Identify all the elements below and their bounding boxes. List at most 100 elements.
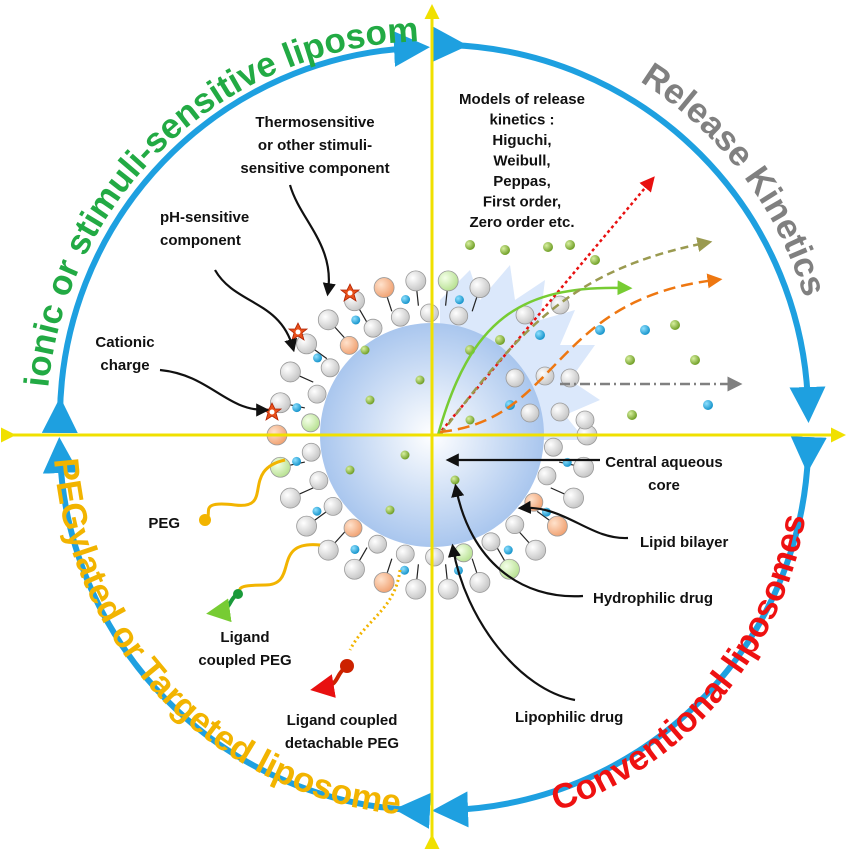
- lipid-tail: [536, 510, 552, 522]
- lipid-tail: [357, 307, 368, 323]
- arrow-bilayer: [517, 500, 629, 540]
- lipid-head: [575, 410, 595, 430]
- curve-higuchi: [436, 280, 633, 436]
- lipid-tail: [333, 325, 346, 339]
- lipid-head: [449, 306, 469, 326]
- arrow-cationic: [159, 368, 270, 417]
- lipid-head: [481, 532, 501, 552]
- hydrophilic-drug: [543, 242, 553, 252]
- lipid-tail: [386, 558, 393, 575]
- hydrophilic-drug: [590, 255, 600, 265]
- ligand-peg-chain: [234, 543, 321, 597]
- lipid-head: [560, 368, 580, 388]
- hydrophilic-drug: [690, 355, 700, 365]
- lipid-head: [505, 368, 525, 388]
- lipid-tail: [297, 487, 314, 496]
- lipophilic-drug: [400, 565, 410, 575]
- lipid-head: [405, 270, 427, 292]
- lipophilic-drug: [292, 403, 302, 413]
- hydrophilic-drug: [495, 335, 505, 345]
- lipid-head: [469, 277, 491, 298]
- arrow-lipophilic: [447, 543, 576, 702]
- lipid-head: [537, 466, 557, 486]
- lipid-head: [344, 558, 365, 580]
- pointer-arrows: [159, 184, 629, 702]
- lipid-tail: [416, 564, 420, 582]
- lipid-tail: [297, 374, 314, 383]
- lipophilic-drug: [640, 325, 650, 335]
- peg-chains: [199, 458, 402, 698]
- lipophilic-drug: [312, 506, 322, 516]
- lipid-head: [425, 547, 444, 567]
- lipid-tail: [386, 295, 393, 312]
- lipid-head: [515, 305, 535, 325]
- lipophilic-drug: [703, 400, 713, 410]
- label-hydrophilic: Hydrophilic drug: [593, 590, 713, 607]
- hydrophilic-drug: [465, 240, 475, 250]
- lipophilic-drug: [454, 295, 464, 305]
- lipid-head: [573, 456, 595, 478]
- lipid-head: [550, 402, 570, 422]
- peg-end: [199, 514, 211, 526]
- lipid-head: [280, 361, 301, 383]
- lipophilic-drug: [313, 353, 323, 363]
- hydrophilic-drug: [360, 345, 370, 355]
- lipid-head: [307, 384, 327, 404]
- title-conventional: Conventional liposomes: [546, 511, 814, 819]
- lipophilic-drug: [292, 456, 302, 466]
- ring-arrows: [41, 26, 827, 829]
- axes: [1, 4, 846, 849]
- curve-weibull: [439, 237, 713, 436]
- lipid-head: [420, 303, 439, 323]
- lipid-head: [301, 442, 321, 462]
- lipophilic-drug: [350, 544, 360, 554]
- detachable-peg-chain: [348, 569, 402, 651]
- lipid-tail: [471, 295, 478, 312]
- lipid-tail: [333, 531, 346, 545]
- lipid-tail: [444, 564, 448, 582]
- lipid-head: [317, 309, 339, 331]
- hydrophilic-drug: [365, 395, 375, 405]
- lipid-tail: [357, 547, 368, 563]
- curve-first-order: [439, 273, 723, 434]
- lipid-head: [563, 487, 584, 509]
- lipid-head: [323, 496, 343, 516]
- outer-heads: [266, 270, 598, 600]
- lipid-tail: [471, 558, 478, 575]
- lipophilic-drug: [535, 330, 545, 340]
- hydrophilic-drug: [625, 355, 635, 365]
- hydrophilic-drug: [500, 245, 510, 255]
- lipid-head: [454, 543, 474, 563]
- lipid-head: [296, 515, 318, 537]
- label-lipophilic: Lipophilic drug: [515, 709, 623, 726]
- ring-arrow-top-left: [41, 30, 430, 434]
- lipid-head: [525, 539, 547, 561]
- lipid-head: [339, 335, 359, 355]
- lipophilic-drug: [503, 545, 513, 555]
- hydrophilic-drug: [450, 475, 460, 485]
- release-curves: [436, 176, 743, 436]
- lipid-head: [309, 471, 329, 491]
- hydrophilic-drug: [565, 240, 575, 250]
- lipid-head: [437, 578, 459, 600]
- lipid-head: [405, 578, 427, 600]
- lipid-head: [373, 277, 395, 298]
- lipid-head: [395, 544, 415, 564]
- lipid-head: [269, 392, 291, 414]
- ring-arrow-bottom-right: [432, 436, 827, 828]
- peg-chain: [204, 458, 286, 522]
- lipid-head: [520, 403, 540, 423]
- arrow-hydrophilic: [451, 483, 584, 598]
- title-release-kinetics: Release Kinetics: [635, 55, 834, 300]
- hydrophilic-drug: [627, 410, 637, 420]
- lipid-head: [469, 572, 491, 593]
- lipid-tail: [518, 531, 531, 545]
- released-heads: [505, 295, 595, 430]
- lipid-tail: [312, 348, 328, 360]
